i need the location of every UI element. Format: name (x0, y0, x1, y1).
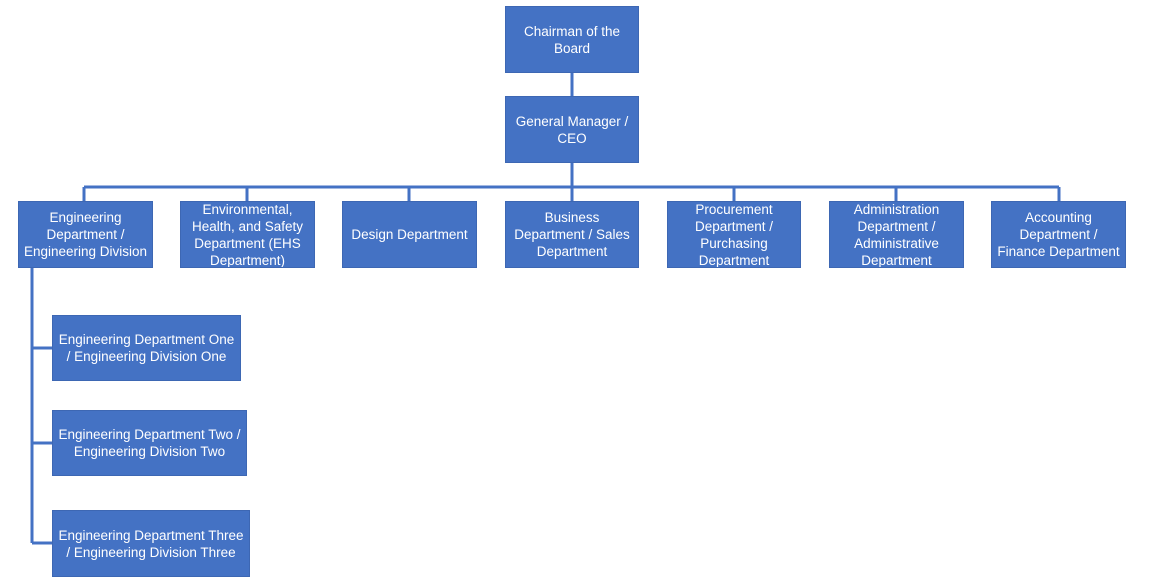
node-sales-department: Business Department / Sales Department (505, 201, 639, 268)
node-label: General Manager / CEO (515, 113, 629, 146)
node-engineering-division-one: Engineering Department One / Engineering… (52, 315, 241, 381)
node-general-manager-ceo: General Manager / CEO (505, 96, 639, 163)
node-label: Engineering Department Two / Engineering… (58, 427, 241, 459)
node-engineering-division-three: Engineering Department Three / Engineeri… (52, 510, 250, 577)
node-label: Engineering Department One / Engineering… (58, 332, 235, 364)
node-label: Engineering Department / Engineering Div… (23, 210, 148, 259)
node-engineering-division-two: Engineering Department Two / Engineering… (52, 410, 247, 476)
node-administration-department: Administration Department / Administrati… (829, 201, 964, 268)
node-label: Environmental, Health, and Safety Depart… (191, 201, 304, 268)
node-accounting-department: Accounting Department / Finance Departme… (991, 201, 1126, 268)
node-engineering-department: Engineering Department / Engineering Div… (18, 201, 153, 268)
node-label: Design Department (351, 227, 468, 242)
node-label: Procurement Department / Purchasing Depa… (694, 201, 774, 268)
node-label: Chairman of the Board (523, 23, 621, 56)
node-label: Engineering Department Three / Engineeri… (58, 527, 244, 560)
node-chairman-of-the-board: Chairman of the Board (505, 6, 639, 73)
node-label: Business Department / Sales Department (514, 210, 630, 259)
node-ehs-department: Environmental, Health, and Safety Depart… (180, 201, 315, 268)
node-procurement-department: Procurement Department / Purchasing Depa… (667, 201, 801, 268)
node-label: Accounting Department / Finance Departme… (997, 210, 1120, 259)
node-design-department: Design Department (342, 201, 477, 268)
node-label: Administration Department / Administrati… (853, 201, 940, 268)
